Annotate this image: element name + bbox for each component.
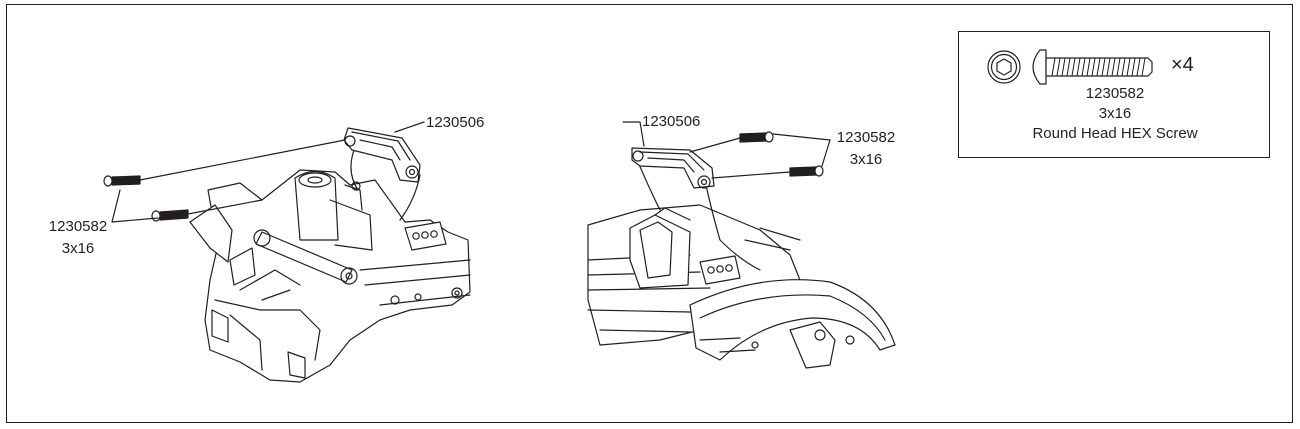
left-bracket-part xyxy=(343,127,421,183)
left-chassis-drawing xyxy=(189,144,471,383)
right-screw-part-label: 1230582 xyxy=(836,129,896,146)
right-screws xyxy=(622,121,831,179)
hardware-part-number: 1230582 xyxy=(1085,85,1145,102)
hardware-info: 1230582 3x16 Round Head HEX Screw xyxy=(959,84,1271,144)
left-screws xyxy=(103,121,425,223)
right-bracket-part xyxy=(631,147,715,189)
right-bracket-label: 1230506 xyxy=(642,113,701,130)
diagram-frame xyxy=(6,4,1293,423)
hardware-description: Round Head HEX Screw xyxy=(1032,125,1198,142)
hex-socket-head-icon xyxy=(987,50,1021,84)
round-head-screw-icon xyxy=(1032,49,1153,85)
right-chassis-drawing xyxy=(587,161,896,369)
hardware-size: 3x16 xyxy=(1098,105,1132,122)
hardware-callout-box: ×4 1230582 3x16 Round Head HEX Screw xyxy=(958,31,1270,158)
hardware-quantity: ×4 xyxy=(1171,54,1194,76)
left-bracket-label: 1230506 xyxy=(426,114,485,131)
left-screw-size-label: 3x16 xyxy=(61,240,95,257)
left-screw-part-label: 1230582 xyxy=(48,218,108,235)
right-screw-size-label: 3x16 xyxy=(849,151,883,168)
